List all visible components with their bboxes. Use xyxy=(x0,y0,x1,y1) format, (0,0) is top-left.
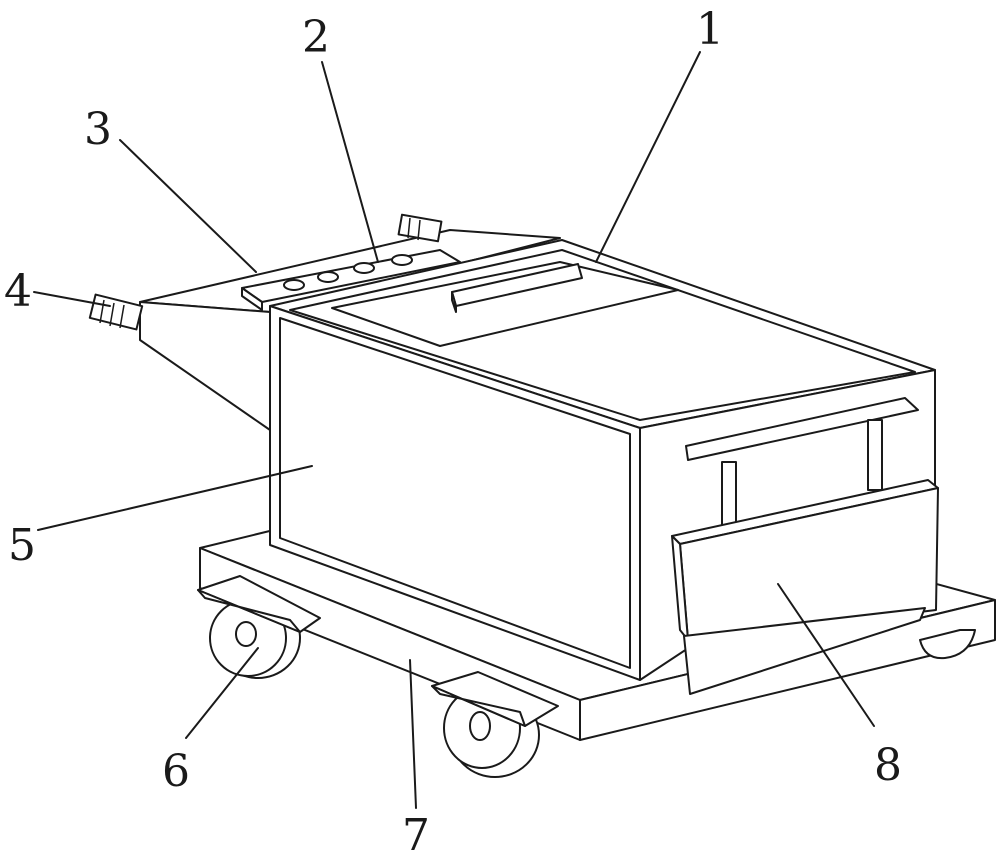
leader-5 xyxy=(37,465,313,531)
callout-6: 6 xyxy=(162,746,190,797)
callout-labels: 1 2 3 4 5 6 7 8 xyxy=(4,4,902,858)
outlet-pipe-left xyxy=(88,293,144,331)
leader-1 xyxy=(595,51,701,263)
side-handle xyxy=(685,397,919,529)
callout-4: 4 xyxy=(4,266,32,317)
left-wheel xyxy=(197,575,321,679)
leader-6 xyxy=(185,647,259,739)
callout-1: 1 xyxy=(696,4,724,55)
outlet-pipe-rear xyxy=(397,213,443,243)
leader-lines xyxy=(33,51,875,809)
callout-7: 7 xyxy=(402,810,430,858)
control-panel xyxy=(241,249,461,311)
leader-8 xyxy=(777,583,875,727)
callout-3: 3 xyxy=(84,104,112,155)
rear-wheel xyxy=(919,629,976,660)
callout-5: 5 xyxy=(8,520,36,571)
callout-2: 2 xyxy=(302,12,330,63)
leader-4 xyxy=(33,291,111,307)
callout-8: 8 xyxy=(874,740,902,791)
top-lid xyxy=(331,261,679,347)
leader-3 xyxy=(119,139,257,273)
side-box xyxy=(671,479,939,695)
leader-2 xyxy=(321,61,379,263)
front-wheel xyxy=(431,671,559,778)
leader-7 xyxy=(409,659,417,809)
